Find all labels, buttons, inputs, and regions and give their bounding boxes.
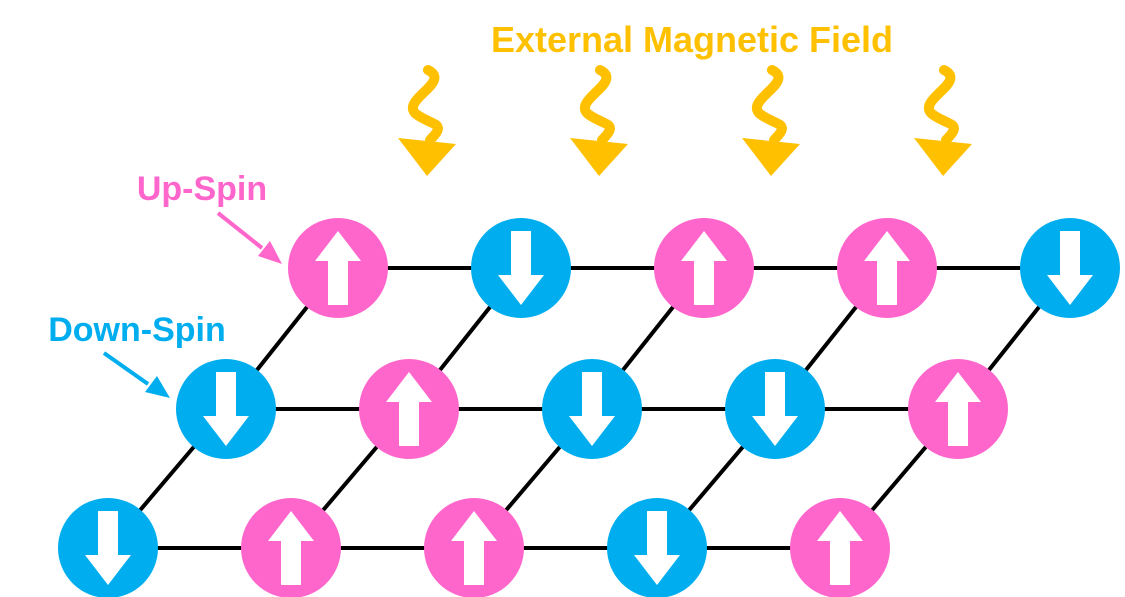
down-arrow-icon (203, 372, 249, 446)
down-spin-site (607, 498, 707, 597)
up-arrow-icon (315, 231, 361, 305)
up-arrow-icon (817, 511, 863, 585)
field-arrow-wave (408, 65, 443, 145)
diagram-title: External Magnetic Field (491, 19, 893, 60)
field-arrow-head (742, 138, 800, 176)
up-spin-site (908, 359, 1008, 459)
down-arrow-icon (634, 511, 680, 585)
up-arrow-icon (864, 231, 910, 305)
up-spin-site (654, 218, 754, 318)
up-spin-site (288, 218, 388, 318)
field-arrow-head (570, 138, 628, 176)
up-spin-site (241, 498, 341, 597)
wavy-arrow-down-icon (742, 65, 800, 176)
up-spin-label: Up-Spin (137, 170, 267, 208)
wavy-arrow-down-icon (914, 65, 972, 176)
down-spin-pointer-icon (102, 351, 170, 398)
down-spin-site (725, 359, 825, 459)
up-spin-site (790, 498, 890, 597)
down-spin-label: Down-Spin (48, 311, 226, 349)
field-arrow-wave (580, 65, 615, 145)
down-spin-site (542, 359, 642, 459)
up-spin-site (424, 498, 524, 597)
down-arrow-icon (498, 231, 544, 305)
down-arrow-icon (85, 511, 131, 585)
down-spin-site (471, 218, 571, 318)
up-spin-site (359, 359, 459, 459)
up-arrow-icon (451, 511, 497, 585)
down-arrow-icon (1047, 231, 1093, 305)
field-arrow-head (398, 138, 456, 176)
wavy-arrow-down-icon (570, 65, 628, 176)
wavy-arrow-down-icon (398, 65, 456, 176)
down-arrow-icon (752, 372, 798, 446)
field-arrow-wave (752, 65, 787, 145)
field-arrow-wave (924, 65, 959, 145)
external-field-arrows (398, 65, 972, 176)
down-spin-site (176, 359, 276, 459)
field-arrow-head (914, 138, 972, 176)
up-spin-site (837, 218, 937, 318)
down-arrow-icon (569, 372, 615, 446)
up-arrow-icon (681, 231, 727, 305)
up-arrow-icon (386, 372, 432, 446)
up-arrow-icon (935, 372, 981, 446)
up-arrow-icon (268, 511, 314, 585)
down-spin-site (1020, 218, 1120, 318)
up-spin-pointer-icon (216, 211, 282, 264)
spin-sites (58, 218, 1120, 597)
down-spin-site (58, 498, 158, 597)
